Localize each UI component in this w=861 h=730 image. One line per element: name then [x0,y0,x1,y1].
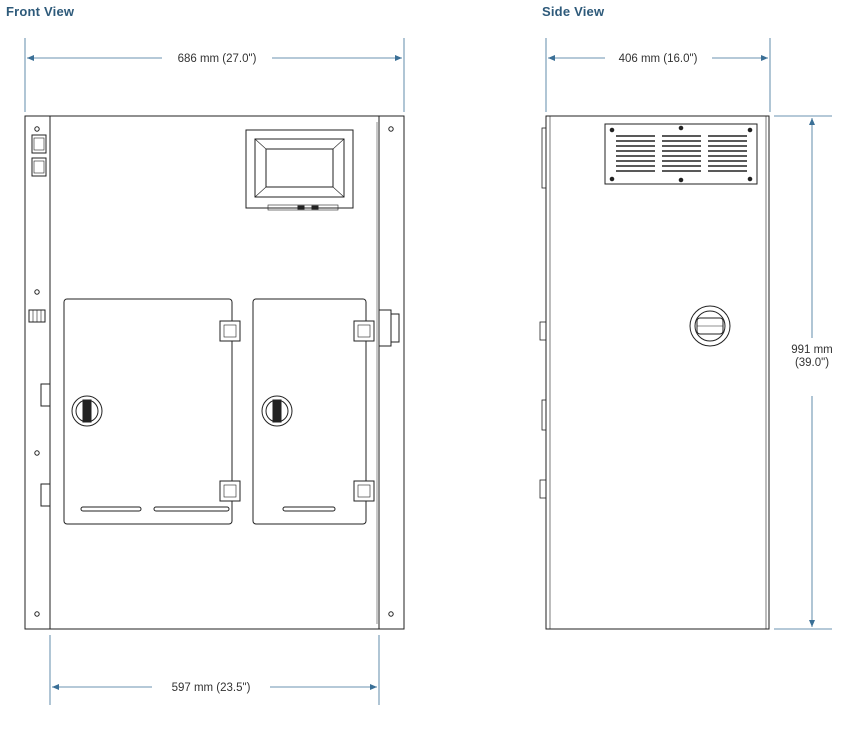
front-inner-width-label: 597 mm (23.5") [172,682,251,694]
side-height-label-in: (39.0") [795,357,829,369]
side-view-drawing [539,38,832,630]
side-depth-dimension: 406 mm (16.0") [548,53,768,65]
side-view-title: Side View [542,4,605,19]
side-height-label-mm: 991 mm [791,344,833,356]
front-width-dimension: 686 mm (27.0") [27,53,402,65]
side-depth-label: 406 mm (16.0") [619,53,698,65]
front-view-drawing [24,38,405,705]
front-inner-width-dimension: 597 mm (23.5") [52,682,377,694]
front-view-title: Front View [6,4,75,19]
front-width-label: 686 mm (27.0") [178,53,257,65]
side-height-dimension: 991 mm (39.0") [791,118,833,627]
